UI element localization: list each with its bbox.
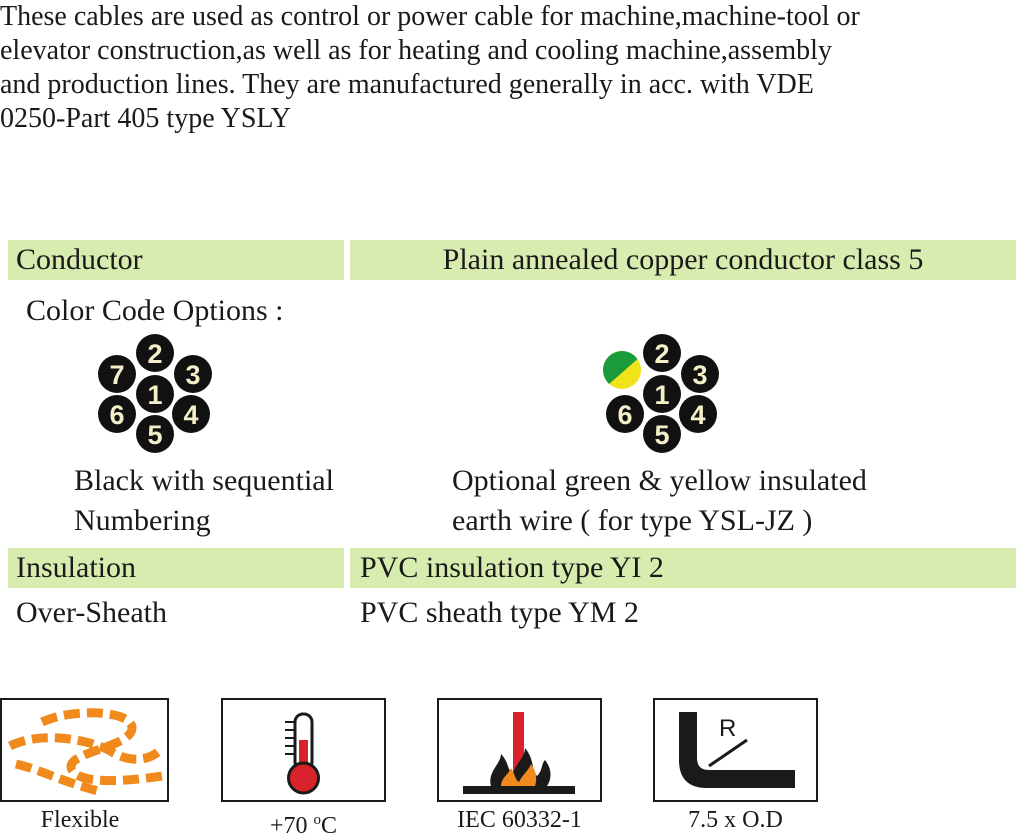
insulation-value: PVC insulation type YI 2 (360, 551, 664, 584)
core-number-4: 4 (690, 400, 705, 430)
intro-line: 0250-Part 405 type YSLY (0, 103, 291, 134)
cable-cores-with-earth-wire-icon: 2 3 4 5 6 1 (600, 334, 730, 454)
core-number-5: 5 (147, 420, 162, 450)
core-number-2: 2 (654, 339, 669, 369)
flame-test-icon (437, 698, 602, 802)
sheath-value: PVC sheath type YM 2 (360, 596, 639, 629)
core-number-7: 7 (109, 360, 124, 390)
option-earth-caption-line: Optional green & yellow insulated (452, 464, 867, 497)
core-number-6: 6 (109, 400, 124, 430)
flame-test-caption: IEC 60332-1 (457, 807, 582, 833)
intro-line: and production lines. They are manufactu… (0, 69, 814, 100)
core-number-1: 1 (654, 380, 669, 410)
flexible-caption: Flexible (40, 807, 120, 833)
temperature-unit: C (321, 813, 338, 839)
core-number-3: 3 (692, 360, 707, 390)
flexible-cable-icon (0, 698, 169, 802)
conductor-value-band: Plain annealed copper conductor class 5 (350, 240, 1016, 280)
cable-cores-black-numbered-icon: 2 3 4 5 6 7 1 (92, 334, 222, 454)
core-number-5: 5 (654, 420, 669, 450)
core-number-3: 3 (185, 360, 200, 390)
core-number-4: 4 (183, 400, 198, 430)
insulation-value-band: PVC insulation type YI 2 (350, 548, 1016, 588)
temperature-caption: +70 oC (221, 808, 386, 838)
thermometer-icon (221, 698, 386, 802)
temperature-value: +70 (269, 813, 314, 839)
conductor-value: Plain annealed copper conductor class 5 (442, 243, 924, 276)
core-number-2: 2 (147, 339, 162, 369)
radius-symbol: R (719, 715, 736, 742)
intro-line: elevator construction,as well as for hea… (0, 35, 832, 66)
earth-wire-core (603, 351, 641, 389)
insulation-label-band: Insulation (8, 548, 344, 588)
insulation-label: Insulation (16, 551, 136, 584)
sheath-label: Over-Sheath (16, 596, 168, 629)
bending-radius-icon: R (653, 698, 818, 802)
core-number-6: 6 (617, 400, 632, 430)
degree-symbol: o (313, 812, 322, 828)
option-black-caption-line: Black with sequential (74, 464, 334, 497)
bending-radius-caption: 7.5 x O.D (688, 807, 783, 833)
option-black-caption-line: Numbering (74, 504, 211, 537)
conductor-label-band: Conductor (8, 240, 344, 280)
color-code-label: Color Code Options : (26, 294, 284, 327)
core-number-1: 1 (147, 380, 162, 410)
intro-line: These cables are used as control or powe… (0, 1, 860, 32)
option-earth-caption-line: earth wire ( for type YSL-JZ ) (452, 504, 813, 537)
conductor-label: Conductor (16, 243, 143, 276)
intro-paragraph: These cables are used as control or powe… (0, 0, 1020, 136)
